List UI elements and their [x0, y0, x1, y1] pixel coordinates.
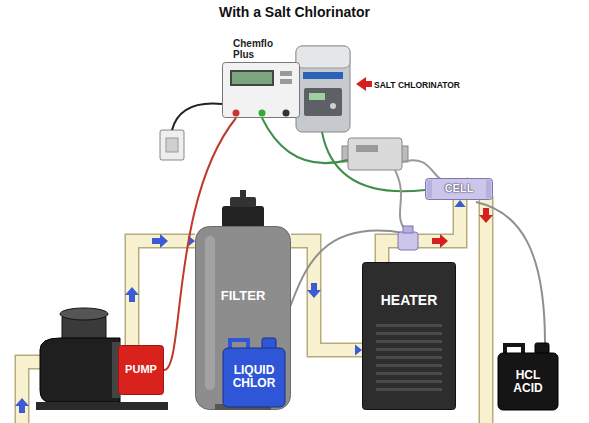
- green-wire: [262, 118, 348, 163]
- filter-body: [196, 227, 291, 410]
- cell-box: CELL: [425, 178, 493, 200]
- node-label: Chemflo Plus: [233, 38, 283, 60]
- heater-grille: [376, 340, 442, 343]
- return-pipe: [480, 196, 492, 423]
- heater-grille: [376, 388, 442, 391]
- flow-arrow: [15, 398, 29, 413]
- heater-grille: [376, 348, 442, 351]
- flow-arrow: [125, 287, 139, 302]
- flow-arrow: [432, 234, 448, 248]
- arrow-head: [454, 200, 465, 207]
- pump-motor-body: [119, 346, 164, 395]
- wall-outlet: [160, 130, 184, 160]
- sensor-cable: [395, 170, 408, 233]
- salt-chlorinator-display: [309, 93, 325, 100]
- heater-grille: [376, 372, 442, 375]
- salt-chlorinator-band: [303, 72, 343, 79]
- arrow-head: [355, 344, 362, 355]
- valve-handle: [230, 197, 256, 207]
- callout-arrow: [356, 77, 372, 91]
- controller-port: [283, 110, 290, 117]
- jug-body: [498, 353, 558, 410]
- power-cord: [172, 104, 222, 130]
- diagram-title: With a Salt Chlorinator: [0, 4, 589, 20]
- heater-body: [363, 263, 456, 410]
- cell-flange: [427, 180, 432, 198]
- controller-button: [280, 71, 292, 76]
- controller-body: [223, 63, 300, 118]
- controller-box: Chemflo Plus: [222, 62, 300, 118]
- node-shape: [222, 62, 300, 118]
- flow-arrow: [479, 208, 493, 223]
- pipe-connector: [132, 235, 195, 345]
- heater-box: HEATER: [362, 262, 456, 410]
- device-display: [356, 145, 378, 152]
- control-device: [348, 138, 402, 170]
- pump-housing: [40, 338, 120, 402]
- chemical-jug: LIQUID CHLOR: [222, 338, 286, 408]
- heater-grille: [376, 324, 442, 327]
- jug-body: [223, 348, 285, 407]
- pipe-outline: [291, 241, 362, 350]
- heater-grille: [376, 332, 442, 335]
- node-label: FILTER: [195, 288, 291, 303]
- jug-handle: [505, 345, 523, 353]
- controller-port: [259, 110, 266, 117]
- chemical-jug: HCL ACID: [497, 343, 559, 411]
- callout-label: SALT CHLORINATOR: [374, 80, 484, 90]
- injection-valve-top: [403, 226, 413, 233]
- cell-body: [426, 179, 493, 200]
- controller-display: [230, 70, 274, 86]
- pump-motor: PUMP: [118, 345, 164, 395]
- pipe-body: [291, 241, 362, 350]
- injection-valve: [398, 232, 418, 250]
- salt-chlorinator-panel: [304, 88, 342, 116]
- salt-chlorinator-body: [296, 46, 350, 132]
- dosing-tube: [476, 202, 545, 343]
- heater-grille: [376, 380, 442, 383]
- outlet-socket: [166, 138, 178, 152]
- pipe-connector: [291, 241, 362, 356]
- node-label: HCL ACID: [506, 369, 550, 395]
- node-label: LIQUID CHLOR: [224, 364, 284, 390]
- multiport-valve: [222, 206, 264, 228]
- heater-grille: [376, 356, 442, 359]
- flow-arrow: [307, 283, 321, 298]
- controller-button: [280, 79, 292, 84]
- cell-flange: [486, 180, 491, 198]
- salt-chlorinator-cap: [296, 46, 350, 68]
- heater-grille: [376, 364, 442, 367]
- node-shape: [362, 262, 456, 410]
- node-label: CELL: [425, 182, 493, 195]
- jug-handle: [230, 340, 248, 348]
- pump-base: [36, 402, 168, 410]
- strainer-lid: [60, 308, 108, 320]
- controller-screen: [232, 72, 272, 84]
- salt-chlorinator-button: [330, 103, 336, 109]
- filter-highlight: [205, 236, 215, 390]
- flow-arrow: [152, 234, 168, 248]
- return-pipe-outline: [479, 196, 494, 423]
- controller-port: [233, 110, 240, 117]
- node-label: HEATER: [362, 292, 456, 308]
- node-label: PUMP: [118, 363, 164, 376]
- valve-handle-grip: [240, 190, 246, 198]
- green-wire: [322, 132, 425, 191]
